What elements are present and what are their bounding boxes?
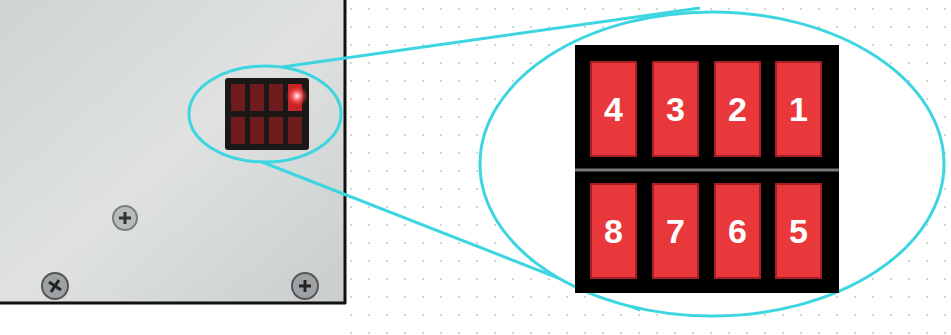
segment-number: 6 bbox=[728, 214, 747, 248]
led-segment: 3 bbox=[652, 61, 699, 157]
led-segment: 6 bbox=[714, 183, 761, 279]
screw bbox=[42, 273, 68, 299]
segment-number: 8 bbox=[604, 214, 623, 248]
panel-edge bbox=[344, 0, 347, 304]
segment-number: 4 bbox=[604, 92, 623, 126]
segment-number: 7 bbox=[666, 214, 685, 248]
led-segment: 8 bbox=[590, 183, 637, 279]
led-array-photo bbox=[225, 78, 309, 150]
zoom-ellipse bbox=[189, 66, 341, 162]
led-segment: 2 bbox=[714, 61, 761, 157]
led-segment: 7 bbox=[652, 183, 699, 279]
led-segment: 5 bbox=[775, 183, 822, 279]
screw bbox=[292, 273, 318, 299]
led-segment: 4 bbox=[590, 61, 637, 157]
led-segment: 1 bbox=[775, 61, 822, 157]
panel-edge bbox=[0, 302, 346, 305]
led-panel bbox=[575, 45, 839, 293]
segment-number: 5 bbox=[789, 214, 808, 248]
segment-number: 1 bbox=[789, 92, 808, 126]
zoom-ellipse bbox=[480, 12, 944, 316]
segment-number: 3 bbox=[666, 92, 685, 126]
segment-number: 2 bbox=[728, 92, 747, 126]
row-divider bbox=[575, 169, 839, 172]
metal-panel bbox=[0, 0, 346, 304]
screw bbox=[113, 206, 137, 230]
dot-grid bbox=[346, 0, 951, 335]
